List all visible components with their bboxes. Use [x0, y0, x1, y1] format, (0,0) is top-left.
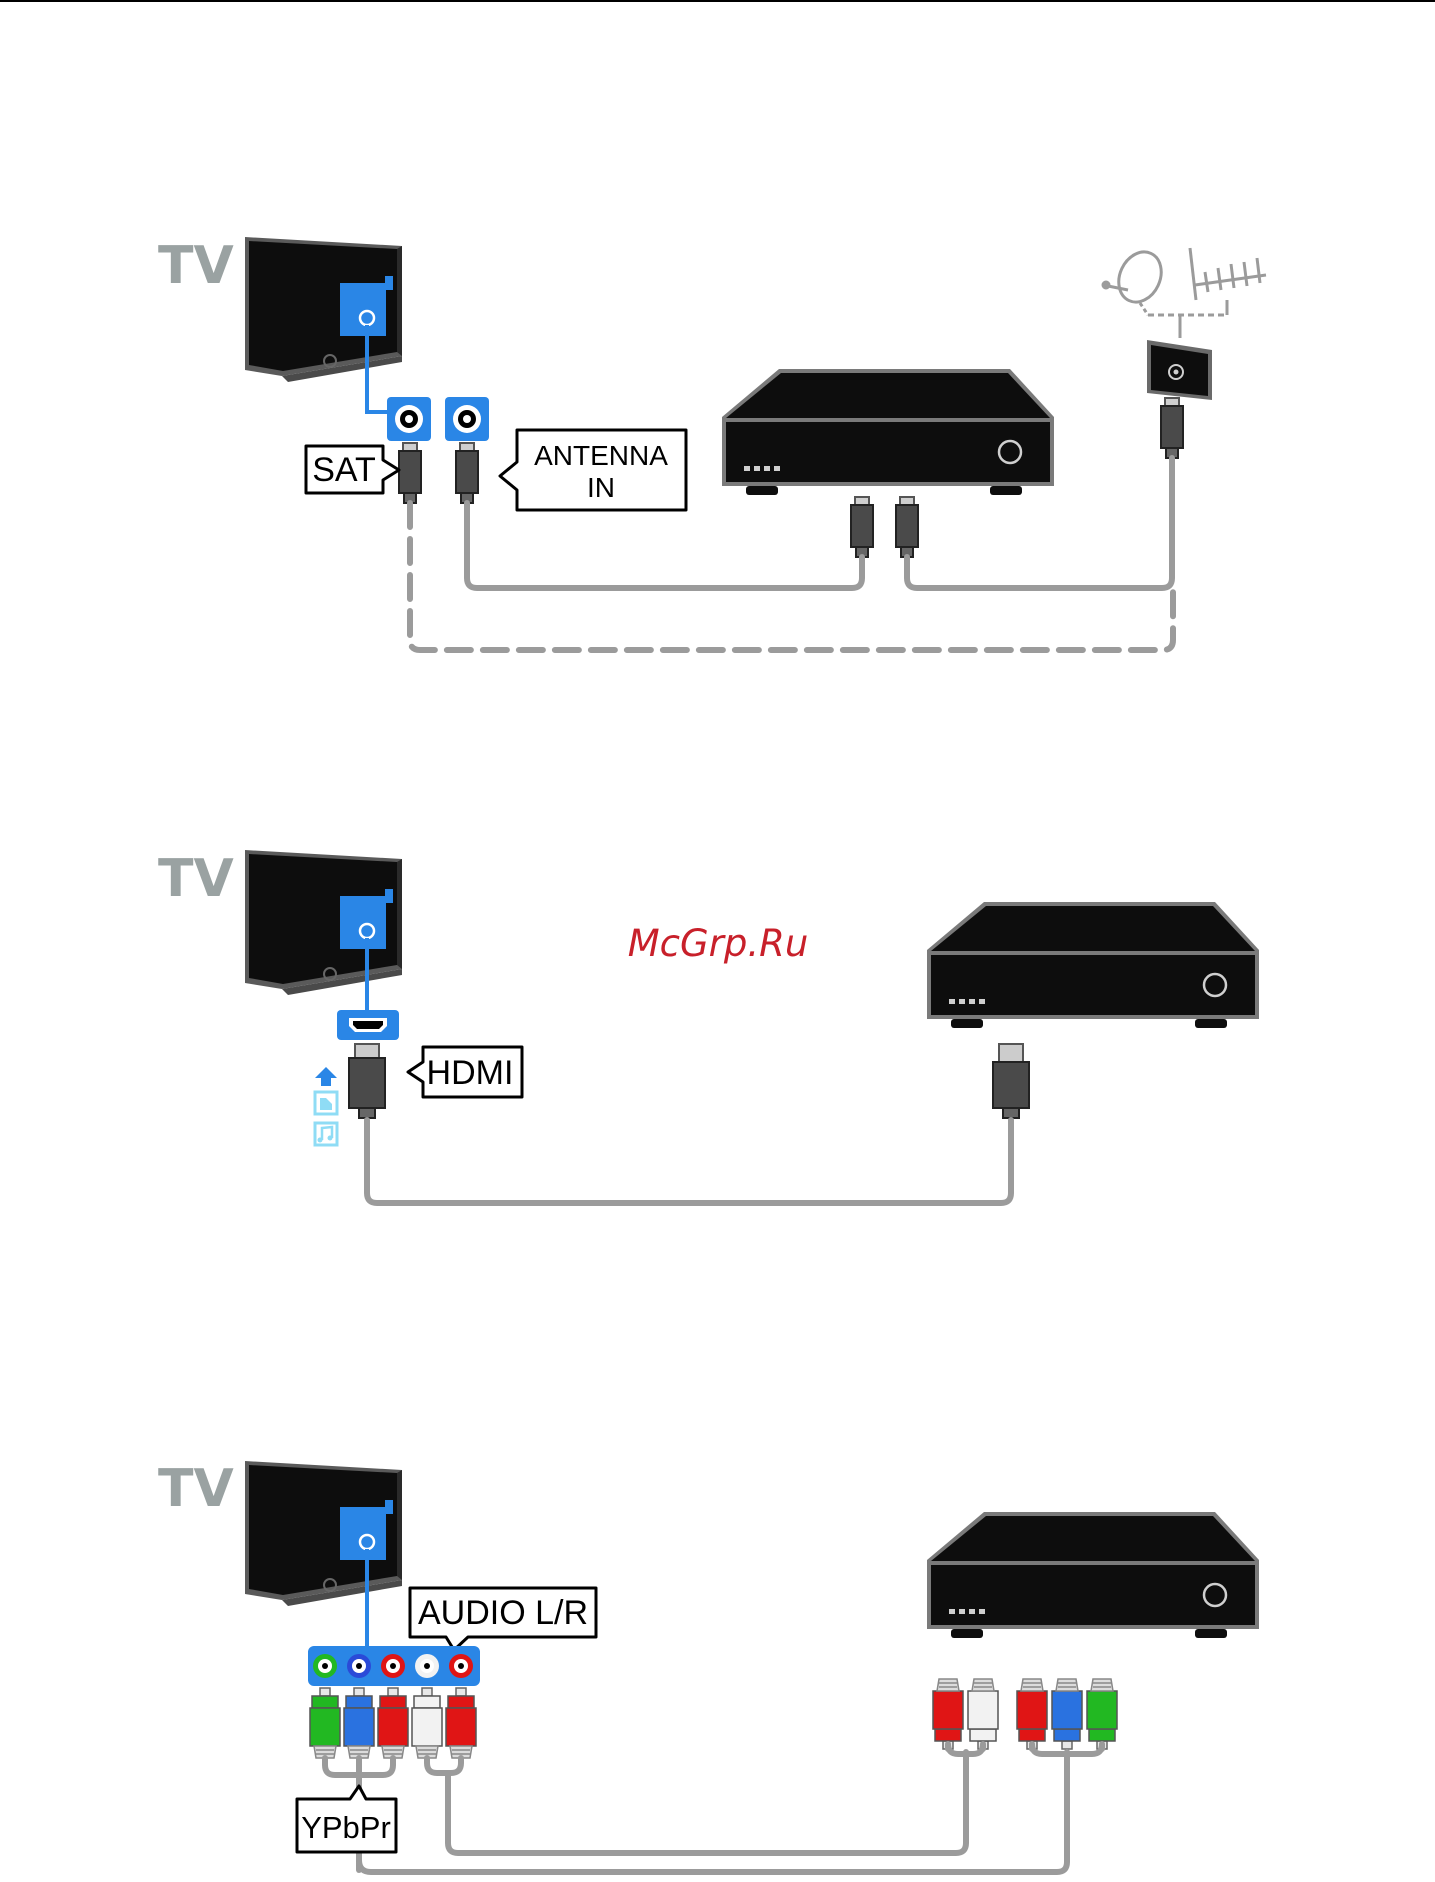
- ypbpr-callout: YPbPr: [297, 1786, 396, 1852]
- rca-plug-white: [412, 1688, 442, 1758]
- rca-plug-red: [933, 1679, 963, 1749]
- watermark: McGrp.Ru: [628, 922, 809, 965]
- rca-plug-red: [378, 1688, 408, 1758]
- hdmi-callout: HDMI: [408, 1047, 522, 1097]
- set-top-box-icon: [722, 369, 1054, 495]
- rca-plug-white: [968, 1679, 998, 1749]
- socket-connector: [1161, 398, 1183, 458]
- stb-connector-out: [851, 497, 873, 557]
- hdmi-connector-tv: [349, 1044, 385, 1118]
- sat-callout: SAT: [306, 446, 399, 493]
- audio-merge: [427, 1758, 461, 1773]
- upload-arrow-icon: [315, 1067, 337, 1086]
- ypbpr-label: YPbPr: [301, 1810, 391, 1845]
- set-top-box-icon: [927, 902, 1259, 1028]
- wall-socket-icon: [1147, 340, 1212, 400]
- antenna-port: [445, 397, 489, 441]
- set-top-box-icon: [927, 1512, 1259, 1638]
- rca-port-icon: [308, 1646, 480, 1686]
- antenna-label-line1: ANTENNA: [534, 440, 668, 471]
- audio-cable: [448, 1752, 966, 1853]
- rca-plug-green: [310, 1688, 340, 1758]
- rca-plug-green: [1087, 1679, 1117, 1749]
- audio-callout: AUDIO L/R: [410, 1588, 596, 1650]
- antenna-connector: [456, 443, 478, 503]
- hdmi-cable: [367, 1120, 1011, 1203]
- tv-label: TV: [158, 849, 234, 909]
- tv-icon: [245, 237, 402, 382]
- antenna-label-line2: IN: [587, 472, 615, 503]
- tv-icon: [245, 1461, 402, 1606]
- rca-plug-red: [1017, 1679, 1047, 1749]
- diagram-antenna-satellite: TV SAT ANTENNA IN: [158, 236, 1266, 650]
- rca-plug-blue: [1052, 1679, 1082, 1749]
- hdmi-label: HDMI: [427, 1054, 514, 1092]
- sat-direct-cable: [410, 503, 1173, 650]
- tv-label: TV: [158, 236, 234, 296]
- diagram-hdmi: TV HDMI: [158, 849, 1259, 1203]
- music-icon: [315, 1123, 337, 1145]
- rca-plug-red: [446, 1688, 476, 1758]
- stb-connector-in: [896, 497, 918, 557]
- sat-label: SAT: [312, 451, 376, 489]
- video-icon: [315, 1092, 337, 1114]
- hdmi-connector-stb: [993, 1044, 1029, 1118]
- sat-connector: [399, 443, 421, 503]
- sat-port: [387, 397, 431, 441]
- antenna-callout: ANTENNA IN: [500, 430, 686, 510]
- hdmi-port-icon: [337, 1010, 399, 1040]
- tv-label: TV: [158, 1459, 234, 1519]
- antenna-cable: [467, 503, 862, 588]
- rca-plug-blue: [344, 1688, 374, 1758]
- tv-icon: [245, 850, 402, 995]
- satellite-dish-icon: [1103, 245, 1169, 315]
- antenna-icon: [1190, 248, 1266, 315]
- audio-label: AUDIO L/R: [418, 1594, 588, 1632]
- diagram-ypbpr: TV AUDIO L/R: [158, 1459, 1259, 1872]
